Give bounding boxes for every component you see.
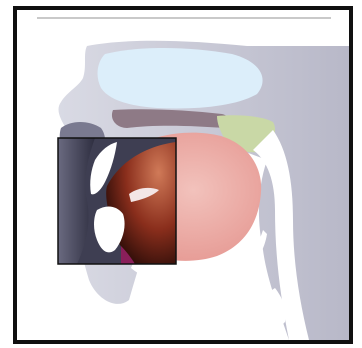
nasal-cavity-shape bbox=[98, 48, 263, 108]
diagram-frame bbox=[13, 6, 353, 344]
vocal-tract-diagram bbox=[17, 10, 349, 340]
